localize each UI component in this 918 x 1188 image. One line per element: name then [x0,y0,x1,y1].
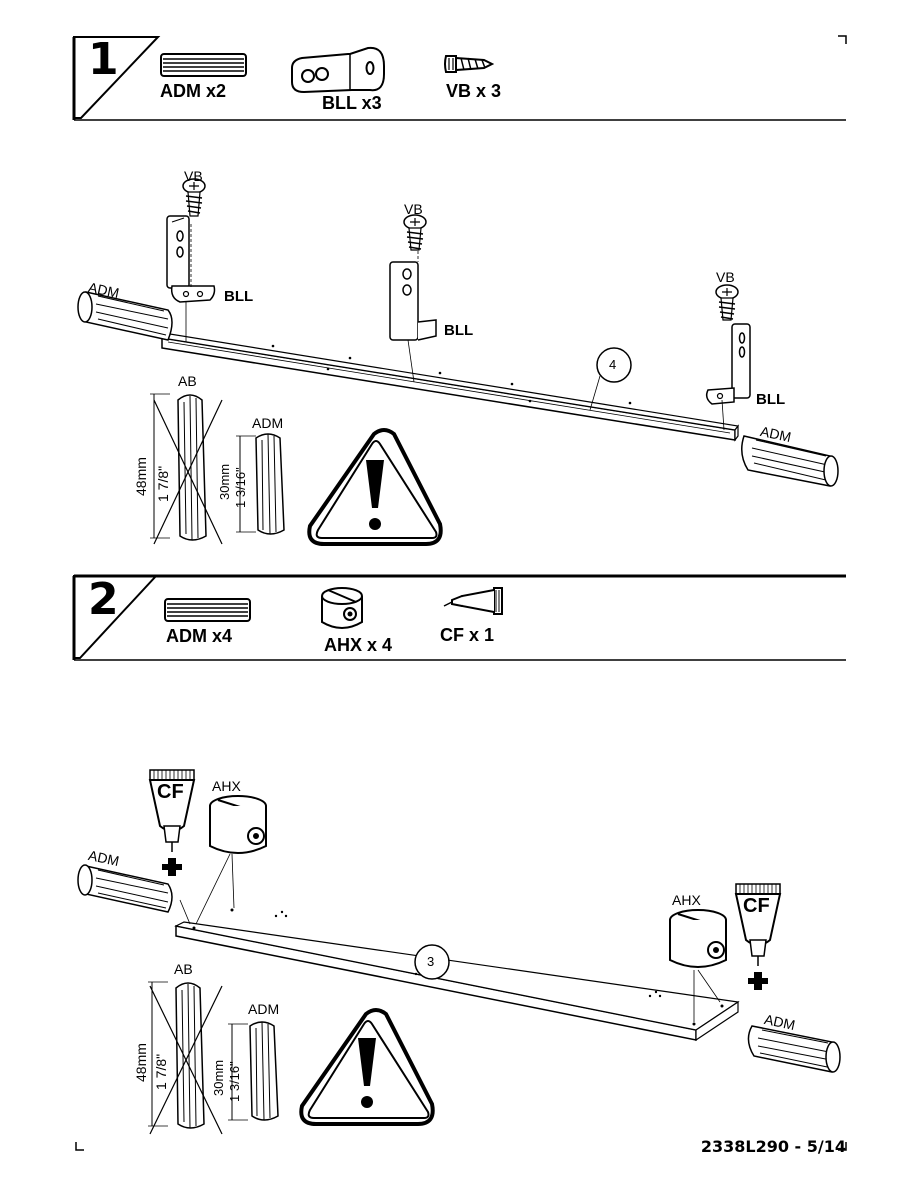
panel-4 [160,333,740,442]
dim-adm-in: 1 3/16" [227,1061,242,1102]
bll-bracket-2 [389,246,437,383]
page-footer: 2338L290 - 5/14 [700,1137,846,1156]
panel-4-callout-circle [596,347,632,383]
step2-part-adm-label: ADM x4 [166,626,233,646]
ahx-cam-left [195,795,267,925]
adm-dowel-icon [164,598,251,622]
vb-screw-3 [715,284,739,321]
cf-glue-icon [443,587,503,615]
adm-dowel-right [747,1025,841,1073]
cf-glue-tube-right [734,883,782,990]
callout-ahx-right: AHX [672,892,701,908]
bll-bracket-3 [705,323,751,431]
step2-part-ahx-label: AHX x 4 [324,635,393,655]
step1-header-frame [72,36,846,121]
step1-part-vb-label: VB x 3 [446,81,502,101]
callout-adm-dim: ADM [252,415,284,431]
step1-diagram [77,178,839,546]
dim-ab-mm: 48mm [133,457,149,496]
dim-ab-in: 1 7/8" [153,1053,169,1090]
vb-screw-icon [444,55,494,73]
callout-ahx-left: AHX [212,778,241,794]
callout-ab: AB [178,373,197,389]
callout-bll-3: BLL [756,391,786,408]
adm-dowel-left [77,864,191,925]
panel-3 [174,908,740,1042]
callout-panel-4: 4 [609,357,617,372]
step1-part-adm-label: ADM x2 [160,81,227,101]
adm-dowel-right [741,435,839,487]
dim-ab-mm: 48mm [133,1043,149,1082]
bll-bracket-icon [291,46,385,94]
bll-bracket-1 [166,215,216,342]
callout-vb-2: VB [404,201,423,217]
callout-panel-3: 3 [427,954,435,969]
vb-screw-2 [403,214,427,251]
adm-dowel-upright [236,433,285,535]
step2-diagram [77,769,841,1135]
warning-triangle-icon-2 [299,1008,435,1126]
step2-part-cf-label: CF x 1 [440,625,495,645]
ab-dowel-crossed [148,981,223,1135]
ab-dowel-crossed [150,393,223,545]
adm-dowel-upright [228,1021,279,1121]
dim-adm-in: 1 3/16" [233,467,248,508]
ahx-cam-icon [321,587,363,629]
callout-vb-1: VB [184,168,203,184]
step1-number: 1 [88,34,119,85]
adm-dowel-left [77,291,173,341]
panel-3-callout-circle [414,944,450,980]
vb-screw-1 [182,178,206,217]
cf-glue-tube-left [148,769,196,876]
step1-part-bll-label: BLL x3 [322,93,382,113]
adm-dowel-icon [160,53,247,77]
dim-adm-mm: 30mm [211,1059,226,1096]
dim-adm-mm: 30mm [217,463,232,500]
ahx-cam-right [669,909,727,1022]
callout-cf-right: CF [743,895,770,917]
callout-ab: AB [174,961,193,977]
warning-triangle-icon-1 [307,428,443,546]
dim-ab-in: 1 7/8" [155,465,171,502]
callout-bll-1: BLL [224,288,254,305]
step2-header-frame [72,574,846,661]
callout-cf-left: CF [157,781,184,803]
step2-number: 2 [88,574,119,625]
callout-bll-2: BLL [444,322,474,339]
callout-adm-dim: ADM [248,1001,280,1017]
callout-vb-3: VB [716,269,735,285]
